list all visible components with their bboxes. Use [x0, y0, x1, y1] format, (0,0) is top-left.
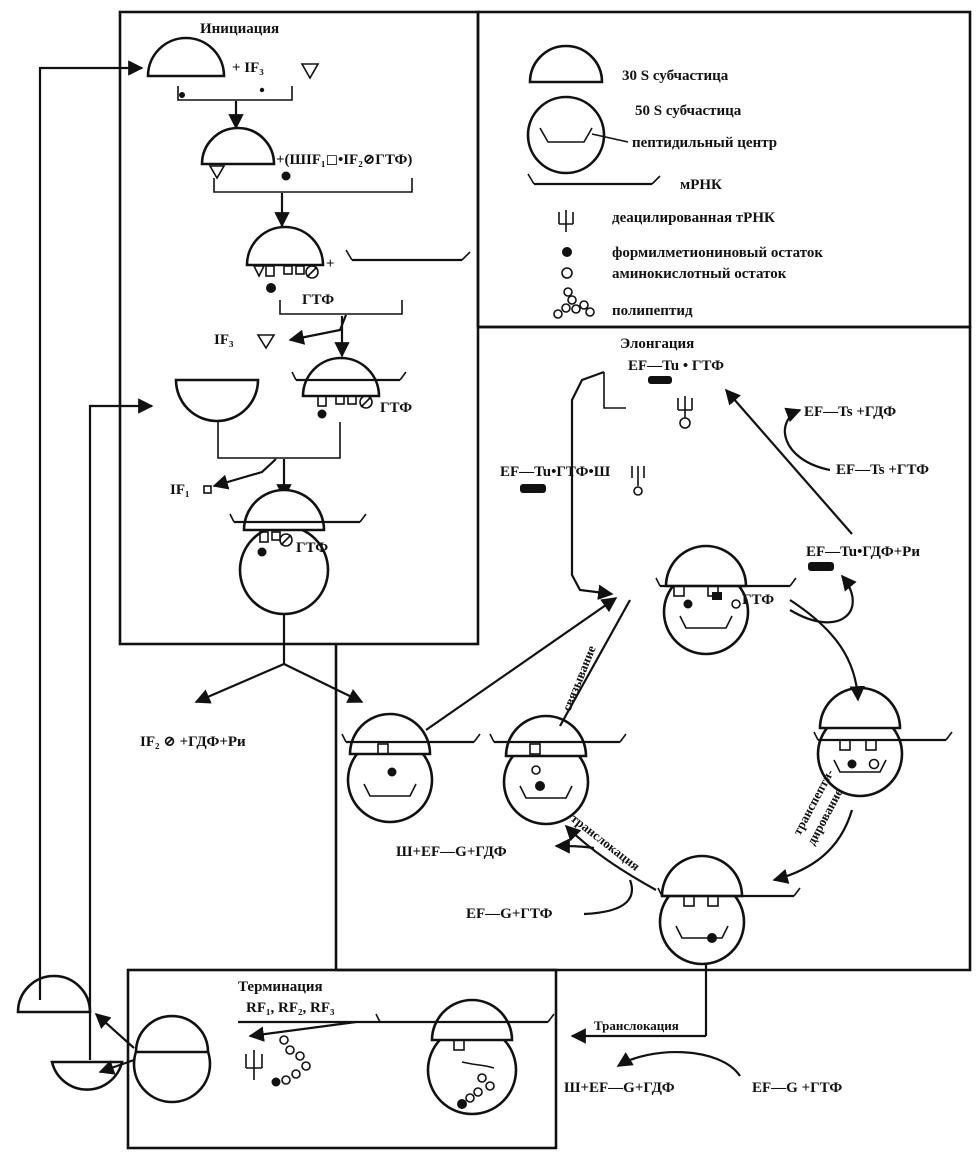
init-plus-mrna-sign: + [326, 256, 335, 272]
init-30s-subunit-2 [200, 126, 276, 166]
legend-trna-label: деацилированная тРНК [612, 210, 775, 226]
term-mrna [375, 1013, 555, 1024]
elong-site-gtp-label: ГТФ [742, 592, 774, 608]
elong-translocation-label: транслокация [568, 811, 643, 874]
legend-50s-label: 50 S субчастица [635, 103, 742, 119]
legend-peptidyl-label: пептидильный центр [632, 135, 777, 151]
elong-ts-gtp-label: EF—Ts +ГТФ [836, 462, 929, 478]
term-trna-icon [245, 1050, 263, 1080]
init-gtp-label-1: ГТФ [302, 292, 334, 308]
legend-amino-label: аминокислотный остаток [612, 266, 787, 282]
init-mrna-strand-3 [229, 513, 367, 524]
legend-50s-icon [526, 95, 606, 175]
init-plus-complex-label: +(ШIF₁◻•IF₂⊘ГТФ) [276, 152, 412, 168]
legend-mrna-label: мРНК [680, 177, 722, 193]
legend-amino-icon [561, 267, 573, 279]
term-efg-release-label: Ш+EF—G+ГДФ [564, 1080, 675, 1096]
initiation-title: Инициация [200, 21, 279, 37]
init-if1-release-label: IF₁ [170, 482, 190, 498]
legend-30s-label: 30 S субчастица [622, 68, 729, 84]
termination-steps: RF₁, RF₂, RF₃ Транслокация Ш+EF—G+ГДФ EF… [132, 964, 842, 1116]
termination-title: Терминация [238, 979, 323, 995]
term-efg-gtp-label: EF—G +ГТФ [752, 1080, 842, 1096]
term-polypeptide-icon [271, 1035, 311, 1087]
init-bracket-3 [279, 300, 403, 315]
init-plus-if3-label: + IF₃ [232, 60, 264, 76]
elong-bracket-top [603, 372, 626, 409]
init-if2-release-label: IF₂ ⊘ +ГДФ+Pи [140, 734, 246, 750]
init-gtp-label-2: ГТФ [380, 400, 412, 416]
elong-mrna-entry [341, 733, 481, 744]
init-30s-subunit-4 [301, 356, 381, 398]
elong-efg-release-label: Ш+EF—G+ГДФ [396, 844, 507, 860]
init-30s-subunit-1 [146, 36, 226, 78]
init-mrna-strand-2 [291, 371, 407, 382]
elong-eftu-gtp-trna-label: EF—Tu•ГТФ•Ш [500, 464, 611, 480]
if3-triangle-icon [300, 63, 320, 80]
legend: 30 S субчастица 50 S субчастица пептидил… [526, 44, 823, 319]
recycled-50s-subunit [50, 1060, 124, 1091]
init-bracket-1 [177, 86, 293, 101]
init-bracket-4 [217, 422, 341, 459]
legend-trna-icon [558, 210, 574, 232]
legend-polypeptide-label: полипептид [612, 303, 693, 319]
eftu-block-icon [648, 376, 672, 384]
init-if3-release-label: IF₃ [214, 332, 234, 348]
elongation-cycle: EF—Tu • ГТФ EF—Ts +ГДФ EF—Ts +ГТФ EF—Tu•… [341, 358, 953, 966]
elongation-box [334, 325, 972, 972]
init-gtp-label-3: ГТФ [296, 540, 328, 556]
elong-binding-label: связывание [559, 643, 599, 713]
elong-efg-gtp-label: EF—G+ГТФ [466, 906, 553, 922]
legend-mrna-icon [527, 173, 661, 186]
term-translocation-label: Транслокация [594, 1018, 679, 1033]
legend-polypeptide-icon [553, 287, 595, 319]
elong-eftu-gtp-label: EF—Tu • ГТФ [628, 358, 724, 374]
legend-fmet-icon [562, 247, 572, 257]
elong-ts-gdp-label: EF—Ts +ГДФ [804, 404, 896, 420]
termination-box [126, 968, 558, 1150]
init-mrna-strand [345, 249, 471, 262]
init-50s-subunit [174, 378, 260, 423]
elongation-title: Элонгация [620, 336, 694, 352]
init-bracket-2 [213, 178, 413, 193]
if3-release-triangle-icon [256, 334, 276, 350]
recycled-30s-subunit [16, 974, 92, 1014]
initiation-steps: + IF₃ +(ШIF₁◻•IF₂⊘ГТФ) + ГТФ IF₃ [140, 36, 471, 750]
elong-mrna-d [489, 733, 627, 744]
init-30s-subunit-3 [245, 225, 325, 267]
term-factors-label: RF₁, RF₂, RF₃ [246, 1000, 335, 1016]
elong-eftu-gdp-label: EF—Tu•ГДФ+Pи [806, 544, 920, 560]
legend-peptidyl-center-icon [539, 127, 593, 143]
legend-30s-icon [528, 44, 604, 84]
legend-fmet-label: формилметиониновый остаток [612, 245, 823, 261]
recycled-subunits [16, 60, 154, 1091]
